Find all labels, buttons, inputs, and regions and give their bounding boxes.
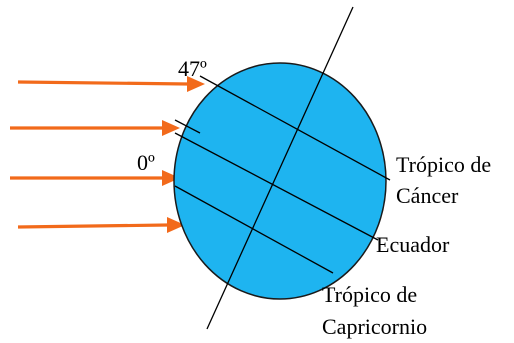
tropic-of-capricorn-label-line1: Trópico de	[322, 282, 417, 307]
tropic-of-capricorn-label-line2: Capricornio	[322, 314, 427, 339]
sun-rays	[10, 76, 205, 233]
sun-ray-arrow	[18, 217, 185, 233]
sun-ray-arrow	[18, 76, 205, 92]
sun-ray-arrow	[10, 120, 180, 136]
tropic-of-cancer-label-line1: Trópico de	[396, 152, 491, 177]
tropic-of-cancer-label-line2: Cáncer	[396, 183, 459, 208]
equator-label: Ecuador	[376, 232, 450, 257]
earth-globe	[174, 63, 386, 299]
angle-47-label: 47º	[178, 56, 207, 81]
angle-0-label: 0º	[137, 150, 155, 175]
